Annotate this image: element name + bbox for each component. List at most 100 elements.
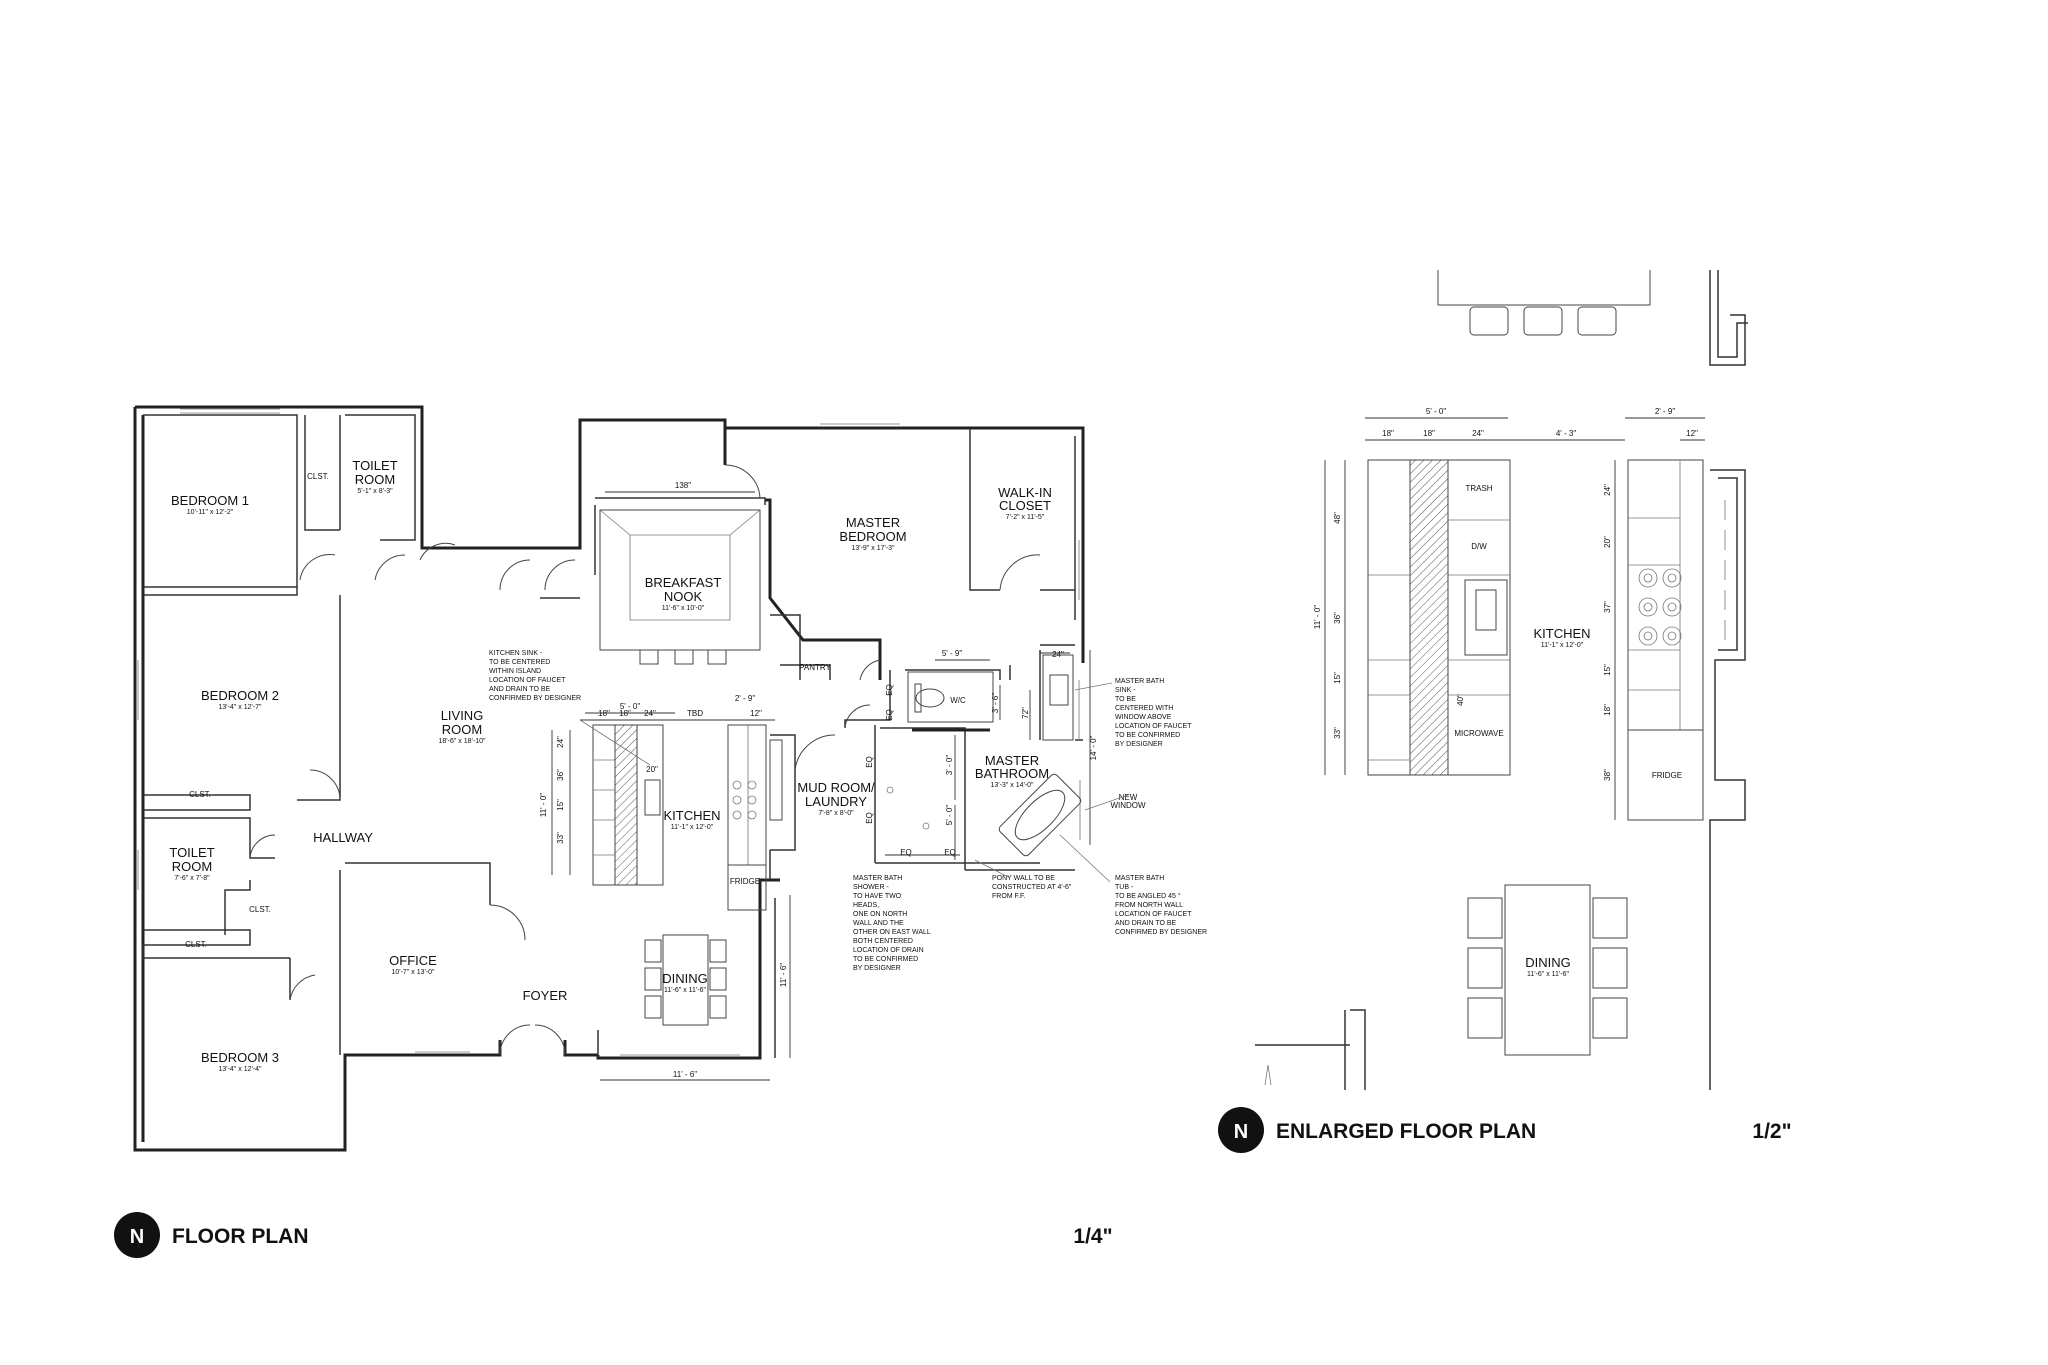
room-label-master-bathroom-line2: BATHROOM <box>975 766 1049 781</box>
note-tub: MASTER BATH TUB - TO BE ANGLED 45 ° FROM… <box>1115 875 1207 936</box>
room-label-toilet-room-2: TOILET <box>169 845 214 860</box>
room-label-living-room-line2: ROOM <box>442 722 482 737</box>
note-line: LOCATION OF FAUCET <box>1115 723 1192 730</box>
dim-48: 48" <box>1333 512 1342 524</box>
enlarged-room-label-kitchen: KITCHEN <box>1533 626 1590 641</box>
dishwasher-label: D/W <box>1471 542 1487 551</box>
note-line: BOTH CENTERED <box>853 938 913 945</box>
dim-38: 38" <box>1603 769 1612 781</box>
note-line: TO BE <box>1115 696 1136 703</box>
enlarged-room-label-dining: DINING <box>1525 955 1571 970</box>
pantry-label: PANTRY <box>799 663 831 672</box>
dim-2-9: 2' - 9" <box>1655 407 1676 416</box>
note-line: BY DESIGNER <box>1115 741 1163 748</box>
room-label-breakfast-nook: BREAKFAST <box>645 575 722 590</box>
dim-20: 20" <box>646 765 658 774</box>
dim-24: 24" <box>1472 429 1484 438</box>
dim-tbd: TBD <box>687 709 703 718</box>
room-dim-mud-room: 7'-8" x 8'-0" <box>818 810 854 817</box>
trash-label: TRASH <box>1465 484 1492 493</box>
wc-label: W/C <box>950 696 966 705</box>
dim-18: 18" <box>1382 429 1394 438</box>
dim-v36: 36" <box>556 769 565 781</box>
dim-v15: 15" <box>556 799 565 811</box>
fixtures <box>592 509 1082 1026</box>
dim-nook-width: 138" <box>675 481 691 490</box>
note-line: CENTERED WITH <box>1115 705 1173 712</box>
note-line: MASTER BATH <box>853 875 902 882</box>
fridge-label: FRIDGE <box>730 877 760 886</box>
north-arrow-letter: N <box>130 1226 144 1248</box>
floor-plan-scale: 1/4" <box>1073 1225 1112 1248</box>
note-line: PONY WALL TO BE <box>992 875 1055 882</box>
floor-plan: BEDROOM 1 10'-11" x 12'-2" TOILET ROOM 5… <box>133 405 1207 1152</box>
floor-plan-title: FLOOR PLAN <box>172 1225 309 1248</box>
dim-v33: 33" <box>556 832 565 844</box>
note-line: AND DRAIN TO BE <box>1115 920 1177 927</box>
dim-kitchen-island-total: 5' - 0" <box>620 702 641 711</box>
north-arrow-letter: N <box>1234 1121 1248 1143</box>
note-line: MASTER BATH <box>1115 875 1164 882</box>
room-label-master-bathroom: MASTER <box>985 753 1039 768</box>
dim-wc-5-9: 5' - 9" <box>942 649 963 658</box>
enlarged-plan-title: ENLARGED FLOOR PLAN <box>1276 1120 1536 1143</box>
room-label-mud-room-line2: LAUNDRY <box>805 794 867 809</box>
note-line: TO BE CONFIRMED <box>853 956 918 963</box>
dim-20: 20" <box>1603 536 1612 548</box>
note-line: CONFIRMED BY DESIGNER <box>489 695 581 702</box>
room-label-walk-in-closet: WALK-IN <box>998 485 1052 500</box>
eq-label: EQ <box>865 812 874 824</box>
dim-12: 12" <box>750 709 762 718</box>
note-line: HEADS, <box>853 902 879 909</box>
dim-bath-24: 24" <box>1052 650 1064 659</box>
dim-18: 18" <box>619 709 631 718</box>
dim-24: 24" <box>644 709 656 718</box>
enlarged-floor-plan: KITCHEN 11'-1" x 12'-0" DINING 11'-6" x … <box>1255 270 1748 1090</box>
dim-bath-14-0: 14' - 0" <box>1089 735 1098 760</box>
room-label-foyer: FOYER <box>523 988 568 1003</box>
closet-label: CLST. <box>189 790 211 799</box>
room-label-bedroom-1: BEDROOM 1 <box>171 493 249 508</box>
dim-12: 12" <box>1686 429 1698 438</box>
note-line: TUB - <box>1115 884 1134 891</box>
note-line: LOCATION OF FAUCET <box>1115 911 1192 918</box>
room-label-toilet-room-1-line2: ROOM <box>355 472 395 487</box>
enlarged-plan-scale: 1/2" <box>1752 1120 1791 1143</box>
room-dim-toilet-room-1: 5'-1" x 8'-3" <box>357 488 393 495</box>
new-window-label: NEW <box>1119 793 1138 802</box>
note-line: FROM NORTH WALL <box>1115 902 1183 909</box>
room-dim-bedroom-2: 13'-4" x 12'-7" <box>218 704 262 711</box>
note-line: WITHIN ISLAND <box>489 668 541 675</box>
enlarged-room-dim-kitchen: 11'-1" x 12'-0" <box>1541 642 1584 649</box>
room-dim-dining: 11'-6" x 11'-6" <box>664 987 707 994</box>
note-line: AND DRAIN TO BE <box>489 686 551 693</box>
room-dim-kitchen: 11'-1" x 12'-0" <box>671 824 714 831</box>
note-line: OTHER ON EAST WALL <box>853 929 931 936</box>
exterior-walls <box>133 405 1085 1152</box>
dim-33: 33" <box>1333 727 1342 739</box>
dim-15: 15" <box>1603 664 1612 676</box>
room-dim-breakfast-nook: 11'-6" x 10'-0" <box>662 605 705 612</box>
eq-label: EQ <box>885 684 894 696</box>
closet-label: CLST. <box>307 472 329 481</box>
dim-5-0: 5' - 0" <box>1426 407 1447 416</box>
room-label-hallway: HALLWAY <box>313 830 373 845</box>
dim-36: 36" <box>1333 612 1342 624</box>
room-dim-master-bathroom: 13'-3" x 14'-0" <box>990 782 1034 789</box>
closet-label: CLST. <box>249 905 271 914</box>
room-dim-walk-in-closet: 7'-2" x 11'-5" <box>1006 514 1045 521</box>
room-label-master-bedroom-line2: BEDROOM <box>839 529 906 544</box>
floor-plan-title-block: N FLOOR PLAN 1/4" <box>114 1212 1113 1258</box>
room-dim-bedroom-1: 10'-11" x 12'-2" <box>187 509 234 516</box>
dim-15: 15" <box>1333 672 1342 684</box>
room-dim-bedroom-3: 13'-4" x 12'-4" <box>218 1066 262 1073</box>
note-line: KITCHEN SINK - <box>489 650 543 657</box>
room-dim-office: 10'-7" x 13'-0" <box>391 969 435 976</box>
dim-kitchen-11-0: 11' - 0" <box>539 793 548 817</box>
dim-dining-11-6-vertical: 11' - 6" <box>779 963 788 987</box>
room-label-bedroom-2: BEDROOM 2 <box>201 688 279 703</box>
dim-18: 18" <box>598 709 610 718</box>
room-label-office: OFFICE <box>389 953 437 968</box>
room-label-toilet-room-2-line2: ROOM <box>172 859 212 874</box>
